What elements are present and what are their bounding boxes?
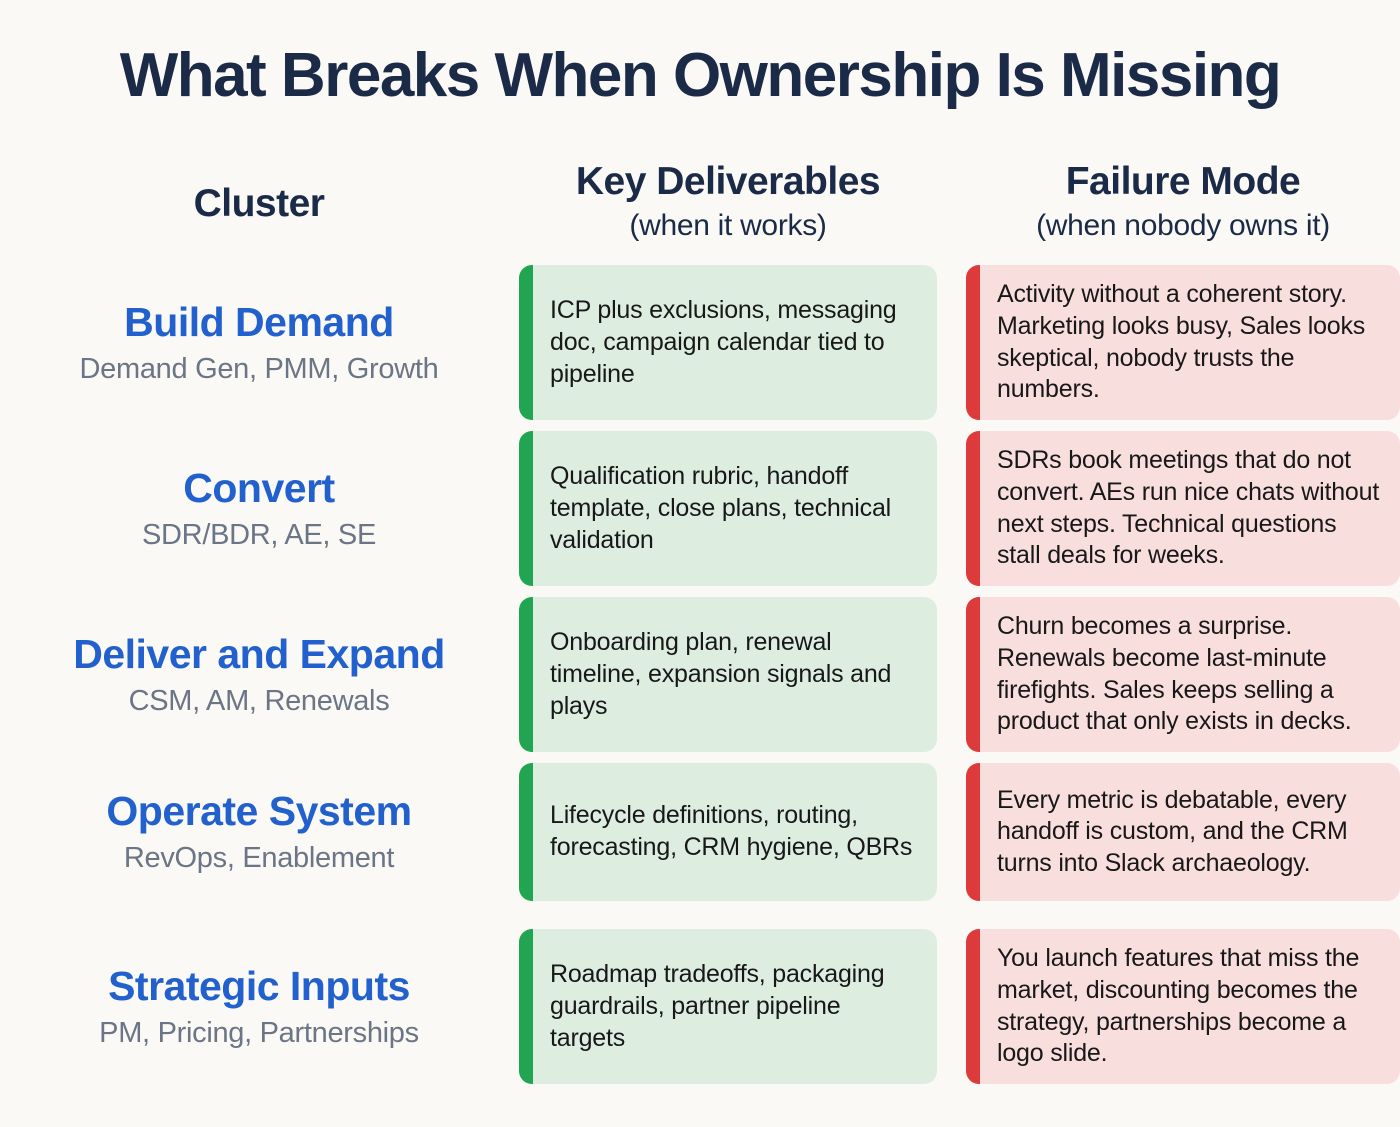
cluster-cell: Convert SDR/BDR, AE, SE <box>28 431 490 586</box>
deliverables-cell: Roadmap tradeoffs, packaging guardrails,… <box>519 929 937 1085</box>
deliverables-text: Roadmap tradeoffs, packaging guardrails,… <box>550 960 885 1052</box>
failure-cell: SDRs book meetings that do not convert. … <box>966 431 1400 587</box>
failure-cell: Churn becomes a surprise. Renewals becom… <box>966 597 1400 753</box>
column-header-label: Key Deliverables <box>575 160 881 204</box>
cluster-cell: Operate System RevOps, Enablement <box>28 763 490 901</box>
failure-text: Activity without a coherent story. Marke… <box>997 280 1366 404</box>
cluster-roles: PM, Pricing, Partnerships <box>99 1016 419 1049</box>
table-row: Strategic Inputs PM, Pricing, Partnershi… <box>0 929 1400 1085</box>
column-header-label: Failure Mode <box>1065 160 1301 204</box>
failure-text: Churn becomes a surprise. Renewals becom… <box>997 612 1352 736</box>
cluster-name: Convert <box>183 464 335 511</box>
table-row: Build Demand Demand Gen, PMM, Growth ICP… <box>0 265 1400 421</box>
failure-text: SDRs book meetings that do not convert. … <box>997 446 1380 570</box>
cluster-name: Deliver and Expand <box>73 630 445 677</box>
cluster-cell: Strategic Inputs PM, Pricing, Partnershi… <box>28 929 490 1084</box>
cluster-name: Strategic Inputs <box>108 962 410 1009</box>
deliverables-text: Lifecycle definitions, routing, forecast… <box>550 801 913 862</box>
column-header-label: Cluster <box>193 182 325 226</box>
failure-text: You launch features that miss the market… <box>997 944 1360 1068</box>
cluster-roles: RevOps, Enablement <box>123 842 395 875</box>
column-header-subtitle: (when nobody owns it) <box>1036 209 1330 243</box>
deliverables-cell: Lifecycle definitions, routing, forecast… <box>519 763 937 902</box>
column-header-failure: Failure Mode (when nobody owns it) <box>966 160 1400 243</box>
deliverables-text: ICP plus exclusions, messaging doc, camp… <box>550 296 897 388</box>
column-header-subtitle: (when it works) <box>629 209 827 243</box>
cluster-roles: Demand Gen, PMM, Growth <box>79 352 439 385</box>
failure-text: Every metric is debatable, every handoff… <box>997 785 1348 878</box>
cluster-cell: Build Demand Demand Gen, PMM, Growth <box>28 265 490 420</box>
table-row: Deliver and Expand CSM, AM, Renewals Onb… <box>0 597 1400 753</box>
cluster-name: Build Demand <box>124 298 394 345</box>
failure-cell: Every metric is debatable, every handoff… <box>966 763 1400 902</box>
column-headers: Cluster Key Deliverables (when it works)… <box>0 160 1400 265</box>
deliverables-text: Qualification rubric, handoff template, … <box>550 462 892 554</box>
deliverables-cell: Onboarding plan, renewal timeline, expan… <box>519 597 937 753</box>
deliverables-text: Onboarding plan, renewal timeline, expan… <box>550 628 892 720</box>
deliverables-cell: Qualification rubric, handoff template, … <box>519 431 937 587</box>
deliverables-cell: ICP plus exclusions, messaging doc, camp… <box>519 265 937 421</box>
failure-cell: You launch features that miss the market… <box>966 929 1400 1085</box>
table-row: Convert SDR/BDR, AE, SE Qualification ru… <box>0 431 1400 587</box>
column-header-deliverables: Key Deliverables (when it works) <box>519 160 937 243</box>
column-header-cluster: Cluster <box>28 160 490 227</box>
page-title: What Breaks When Ownership Is Missing <box>119 41 1282 110</box>
cluster-cell: Deliver and Expand CSM, AM, Renewals <box>28 597 490 752</box>
cluster-roles: SDR/BDR, AE, SE <box>141 518 376 551</box>
table-row: Operate System RevOps, Enablement Lifecy… <box>0 763 1400 902</box>
failure-cell: Activity without a coherent story. Marke… <box>966 265 1400 421</box>
cluster-name: Operate System <box>106 788 412 835</box>
cluster-roles: CSM, AM, Renewals <box>128 684 390 717</box>
